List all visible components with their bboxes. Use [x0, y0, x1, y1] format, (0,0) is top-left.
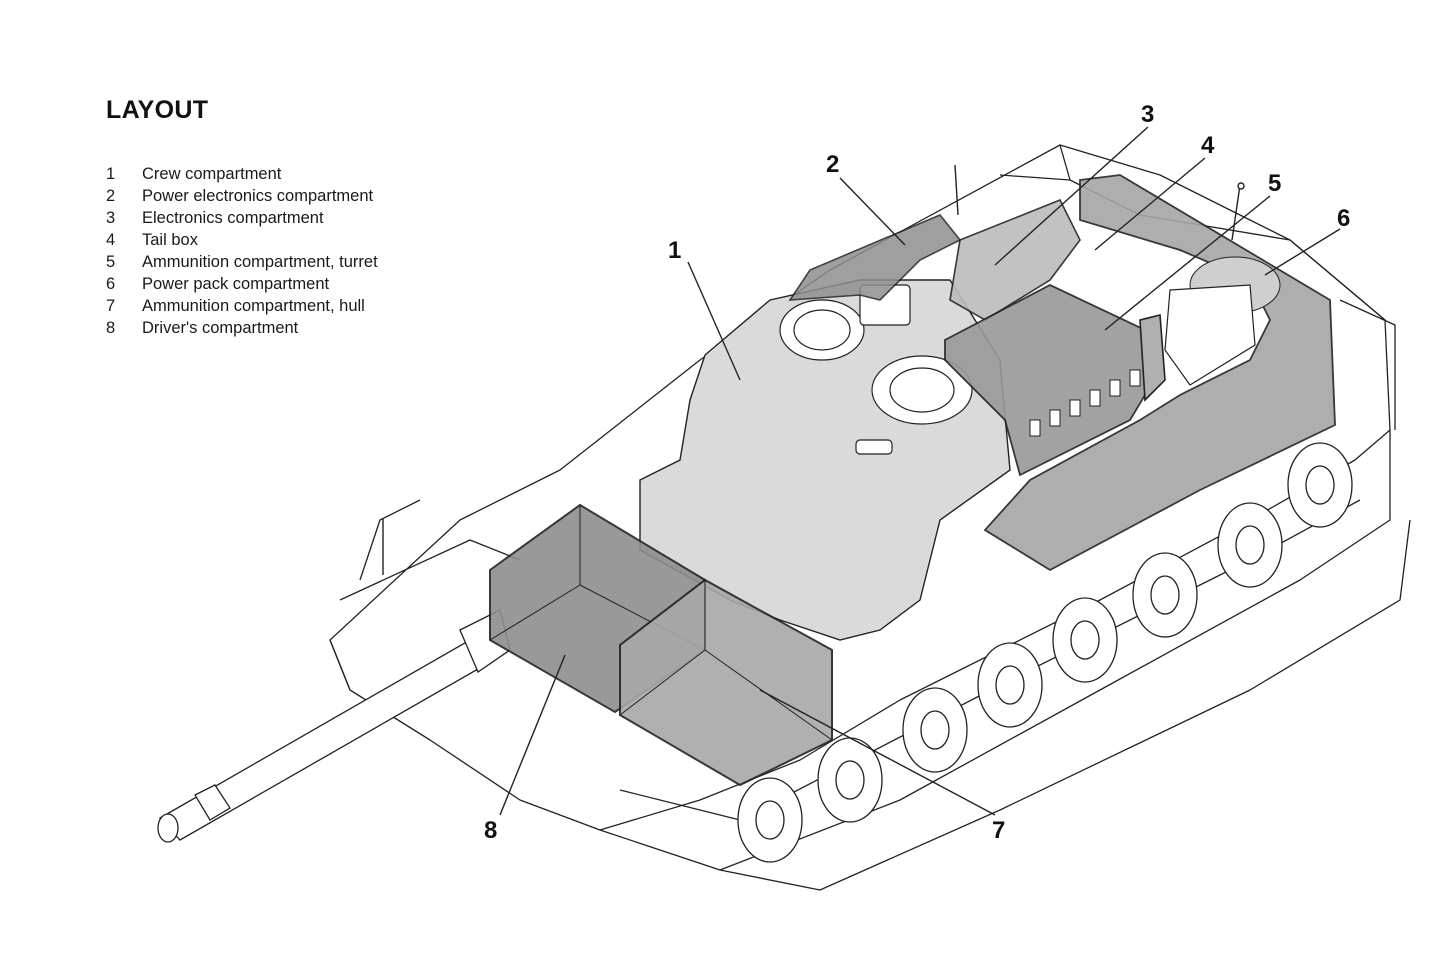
legend-item: 2 Power electronics compartment: [106, 186, 378, 208]
ammo-rounds: [1029, 369, 1141, 437]
rear-stowage-box: [1164, 284, 1256, 386]
legend-number: 2: [106, 187, 116, 206]
legend-number: 1: [106, 165, 116, 184]
electronics-compartment-region: [949, 198, 1081, 321]
ammo-turret-region: [1139, 313, 1166, 402]
legend-item: 8 Driver's compartment: [106, 317, 378, 339]
legend-item: 6 Power pack compartment: [106, 273, 378, 295]
legend-item: 7 Ammunition compartment, hull: [106, 295, 378, 317]
legend-number: 3: [106, 209, 116, 228]
callout-7: 7: [992, 817, 1005, 844]
legend-label: Power pack compartment: [142, 274, 330, 293]
legend-item: 5 Ammunition compartment, turret: [106, 252, 378, 274]
diagram-title: LAYOUT: [106, 96, 209, 124]
legend-item: 3 Electronics compartment: [106, 208, 378, 230]
callout-1: 1: [668, 237, 681, 264]
callout-2: 2: [826, 151, 839, 178]
legend-item: 1 Crew compartment: [106, 164, 378, 186]
legend-label: Tail box: [142, 231, 198, 250]
legend-label: Crew compartment: [142, 165, 282, 184]
legend-label: Electronics compartment: [142, 209, 324, 228]
callout-5: 5: [1268, 170, 1281, 197]
callout-8: 8: [484, 817, 497, 844]
legend-label: Power electronics compartment: [142, 187, 374, 206]
power-electronics-region: [788, 214, 962, 301]
road-wheels: [737, 442, 1353, 863]
legend-number: 7: [106, 296, 116, 315]
tail-box-region: [944, 283, 1146, 477]
legend-number: 5: [106, 253, 116, 271]
legend-label: Driver's compartment: [142, 318, 299, 337]
legend-list: 1 Crew compartment 2 Power electronics com…: [106, 164, 378, 339]
legend-number: 6: [106, 274, 116, 293]
callout-3: 3: [1141, 101, 1154, 128]
legend-label: Ammunition compartment, turret: [142, 253, 378, 271]
legend-item: 4 Tail box: [106, 230, 378, 252]
turret-hatches: [779, 284, 973, 455]
callout-6: 6: [1337, 205, 1350, 232]
callout-leaders: [499, 126, 1341, 816]
antennas: [382, 164, 1245, 575]
callout-4: 4: [1201, 132, 1215, 159]
legend-number: 8: [106, 318, 116, 337]
legend-label: Ammunition compartment, hull: [142, 296, 365, 315]
legend-number: 4: [106, 231, 116, 250]
